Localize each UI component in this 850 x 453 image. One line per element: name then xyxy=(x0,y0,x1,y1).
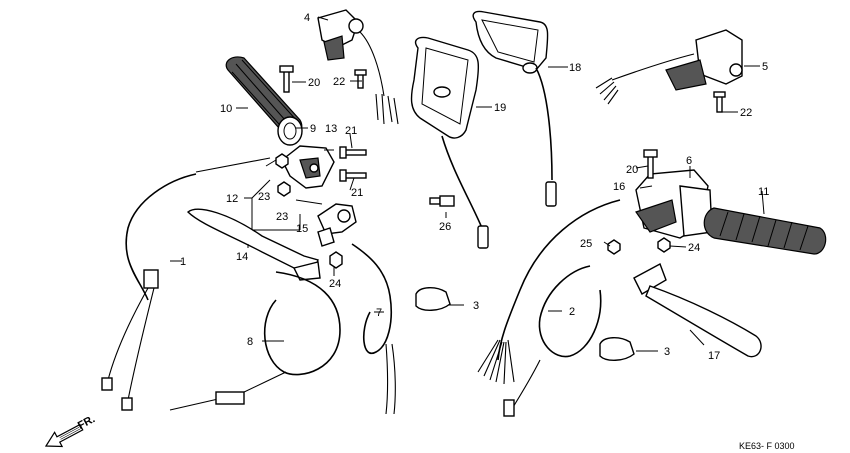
right-switch-housing xyxy=(635,169,713,239)
label-26: 26 xyxy=(439,221,451,233)
label-11: 11 xyxy=(758,186,769,198)
bolt-21a xyxy=(339,146,367,159)
label-24b: 24 xyxy=(688,242,700,254)
label-25: 25 xyxy=(580,238,592,250)
label-22a: 22 xyxy=(333,76,345,88)
label-3a: 3 xyxy=(473,300,479,312)
left-lever xyxy=(186,208,321,281)
label-5: 5 xyxy=(762,61,768,73)
bolt-26 xyxy=(429,195,455,207)
label-12: 12 xyxy=(226,193,238,205)
right-lever xyxy=(633,263,762,358)
label-20b: 20 xyxy=(626,164,638,176)
throttle-cable-1 xyxy=(101,157,271,411)
left-grip xyxy=(225,56,303,146)
label-21b: 21 xyxy=(351,187,363,199)
label-14: 14 xyxy=(236,251,248,263)
label-20a: 20 xyxy=(308,77,320,89)
label-15: 15 xyxy=(296,223,308,235)
front-arrow-icon xyxy=(44,423,84,448)
mirror-19 xyxy=(410,36,489,249)
label-7: 7 xyxy=(376,307,382,319)
front-arrow-label: FR. xyxy=(76,413,97,432)
wire-harness-2 xyxy=(477,199,621,417)
label-1: 1 xyxy=(180,256,186,268)
nut-23b xyxy=(277,181,291,197)
leader-lines xyxy=(170,16,765,352)
right-grip xyxy=(703,207,827,255)
label-3b: 3 xyxy=(664,346,670,358)
label-24a: 24 xyxy=(329,278,341,290)
label-8: 8 xyxy=(247,336,253,348)
switch-assembly-5 xyxy=(595,29,743,105)
lever-bracket xyxy=(317,203,357,247)
nut-24a xyxy=(329,251,343,269)
left-switch-housing xyxy=(281,145,335,189)
label-18: 18 xyxy=(569,62,581,74)
label-4: 4 xyxy=(304,12,310,24)
bolt-20b xyxy=(643,149,658,179)
label-2: 2 xyxy=(569,306,575,318)
label-16: 16 xyxy=(613,181,625,193)
screw-22b xyxy=(713,91,726,113)
switch-assembly-4 xyxy=(317,9,399,125)
cable-7 xyxy=(351,243,396,415)
diagram-code: KE63- F 0300 xyxy=(739,441,795,451)
label-19: 19 xyxy=(494,102,506,114)
label-23a: 23 xyxy=(258,191,270,203)
label-9: 9 xyxy=(310,123,316,135)
label-17: 17 xyxy=(708,350,720,362)
nut-23a xyxy=(275,153,289,169)
label-23b: 23 xyxy=(276,211,288,223)
nut-25 xyxy=(607,239,621,255)
clutch-cable-8 xyxy=(169,271,341,411)
screw-22a xyxy=(354,69,367,89)
label-21a: 21 xyxy=(345,125,357,137)
bolt-21b xyxy=(339,169,367,182)
label-22b: 22 xyxy=(740,107,752,119)
cable-clip-3a xyxy=(415,287,451,311)
nut-24b xyxy=(657,237,671,253)
cable-clip-3b xyxy=(599,337,635,361)
label-13: 13 xyxy=(325,123,337,135)
mirror-18 xyxy=(472,10,557,207)
label-10: 10 xyxy=(220,103,232,115)
bolt-20a xyxy=(279,65,294,93)
label-6: 6 xyxy=(686,155,692,167)
